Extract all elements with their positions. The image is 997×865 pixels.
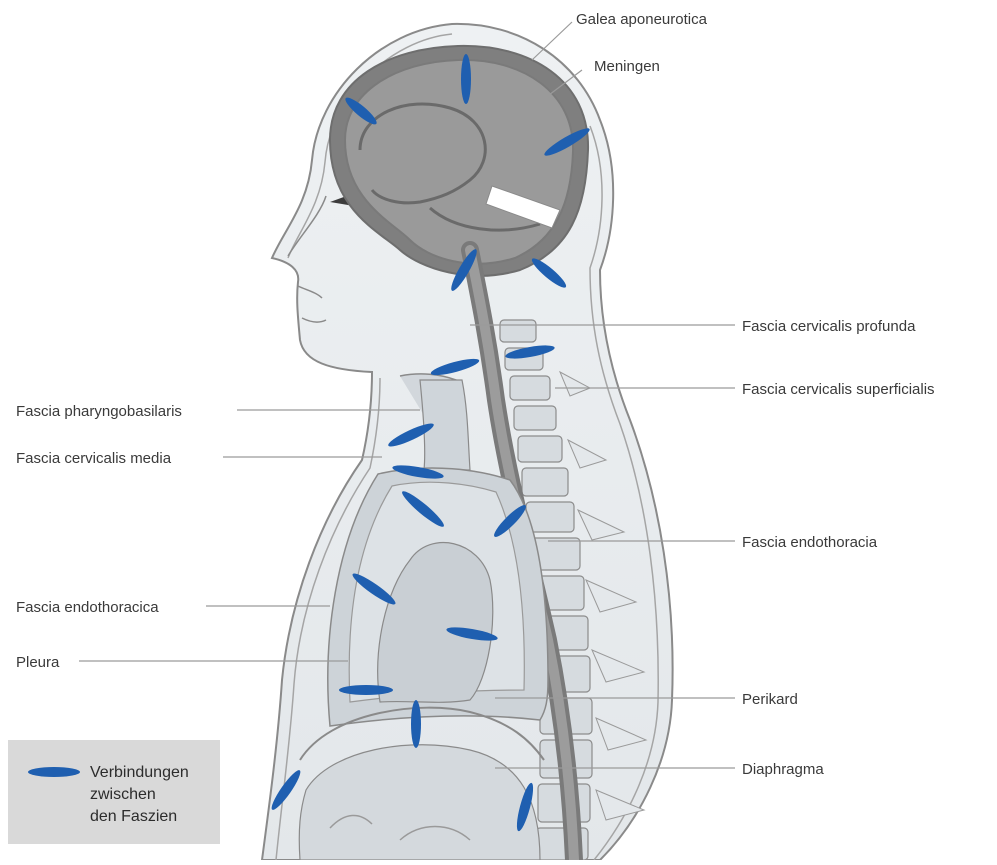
label-fascia-pharyngobasilaris: Fascia pharyngobasilaris [16,403,182,420]
connection-marker [461,54,471,104]
label-perikard: Perikard [742,691,798,708]
label-fascia-cervicalis-superficialis: Fascia cervicalis superficialis [742,381,935,398]
connection-marker [411,700,421,748]
legend-text: Verbindungen zwischen den Faszien [90,762,220,828]
connection-marker [339,685,393,695]
legend: Verbindungen zwischen den Faszien [8,740,220,844]
label-fascia-endothoracia: Fascia endothoracia [742,534,878,551]
connection-marker-icon [26,762,82,782]
label-diaphragma: Diaphragma [742,761,824,778]
label-fascia-cervicalis-media: Fascia cervicalis media [16,450,172,467]
label-fascia-cervicalis-profunda: Fascia cervicalis profunda [742,318,916,335]
label-pleura: Pleura [16,654,60,671]
label-meningen: Meningen [594,58,660,75]
label-galea-aponeurotica: Galea aponeurotica [576,11,708,28]
label-fascia-endothoracica: Fascia endothoracica [16,599,159,616]
